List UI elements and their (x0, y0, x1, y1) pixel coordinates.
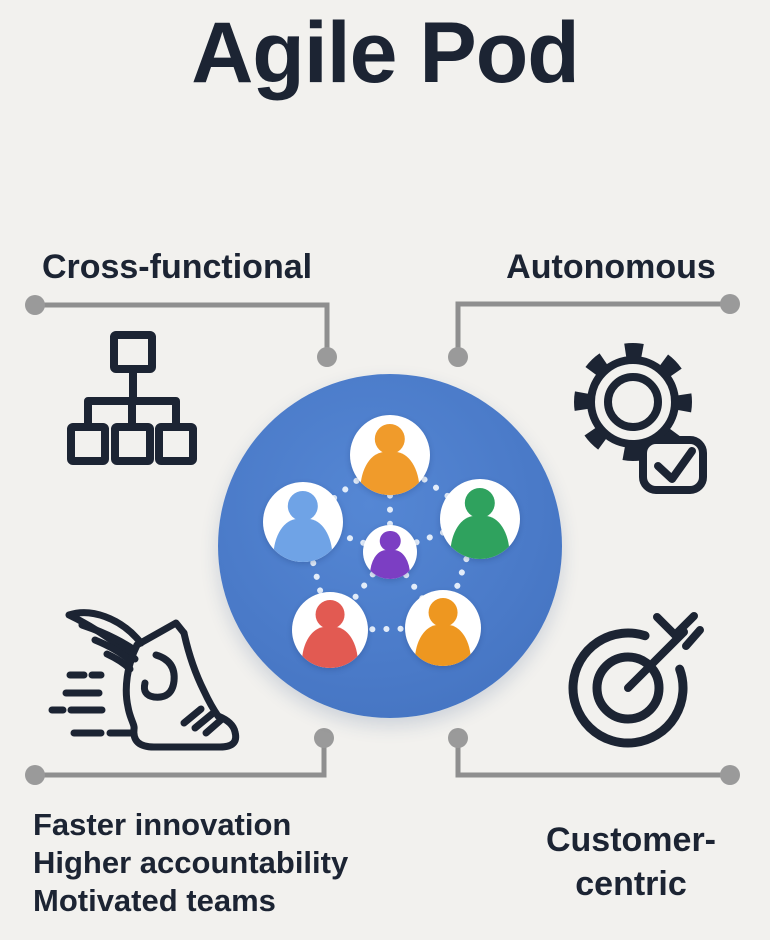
label-line: centric (575, 865, 687, 903)
benefits-list: Faster innovation Higher accountability … (33, 806, 348, 920)
arrow (628, 616, 700, 688)
avatar-top (350, 415, 430, 495)
person-icon (350, 415, 430, 495)
winged-shoe-icon (38, 603, 243, 763)
person-icon (363, 525, 417, 579)
label-cross-functional: Cross-functional (41, 248, 313, 286)
person-icon (405, 590, 481, 666)
target-arrow-icon (560, 606, 730, 771)
avatar-bottom-right (405, 590, 481, 666)
person-icon (263, 482, 343, 562)
label-autonomous: Autonomous (506, 248, 716, 286)
shoe-body (126, 623, 235, 747)
label-customer-centric: Customer- centric (470, 818, 770, 906)
team-connections (300, 452, 483, 633)
gear-check-icon (566, 330, 716, 496)
avatar-left (263, 482, 343, 562)
benefit-line: Faster innovation (33, 807, 292, 842)
org-chart-icon (66, 331, 202, 467)
speed-lines (52, 675, 133, 733)
avatar-bottom-left (292, 592, 368, 668)
page-title: Agile Pod (191, 5, 580, 101)
label-line: Customer- (545, 821, 717, 859)
person-icon (292, 592, 368, 668)
avatar-center (363, 525, 417, 579)
benefit-line: Higher accountability (33, 845, 349, 880)
avatar-right (440, 479, 520, 559)
benefit-line: Motivated teams (33, 883, 276, 918)
check-badge (643, 440, 703, 490)
agile-pod-circle (218, 374, 562, 718)
person-icon (440, 479, 520, 559)
